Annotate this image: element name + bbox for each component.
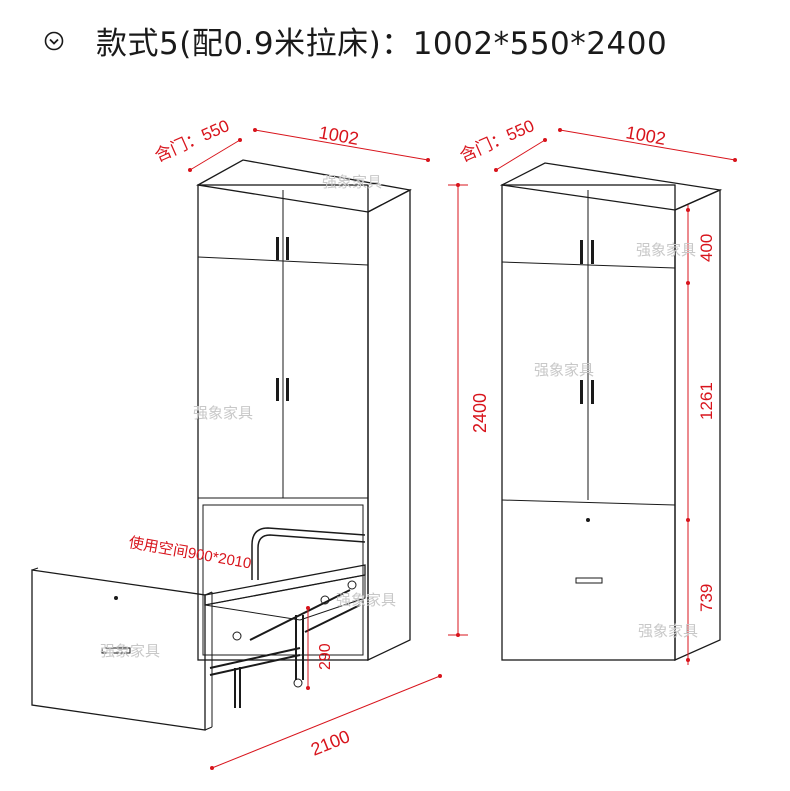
watermark: 强象家具	[636, 241, 696, 259]
right-cabinet	[499, 162, 723, 662]
bed-height-label: 290	[317, 643, 334, 670]
bed-length-label: 2100	[308, 726, 353, 760]
watermarks: 强象家具 强象家具 强象家具 强象家具 强象家具 强象家具 强象家具	[100, 173, 698, 660]
right-depth-label: 含门：550	[457, 116, 537, 166]
watermark: 强象家具	[534, 361, 594, 379]
right-bottom-label: 739	[697, 584, 716, 612]
header: 款式5(配0.9米拉床)：1002*550*2400	[0, 0, 790, 80]
left-width-label: 1002	[317, 122, 360, 149]
left-depth-label: 含门：550	[152, 116, 232, 166]
left-height-label: 2400	[470, 393, 490, 433]
watermark: 强象家具	[336, 591, 396, 609]
watermark: 强象家具	[322, 173, 382, 191]
right-width-label: 1002	[624, 122, 667, 149]
right-top-label: 400	[697, 234, 716, 262]
watermark: 强象家具	[193, 404, 253, 422]
page-title: 款式5(配0.9米拉床)：1002*550*2400	[96, 26, 668, 62]
left-cabinet	[196, 159, 412, 662]
watermark: 强象家具	[638, 622, 698, 640]
right-middle-label: 1261	[697, 382, 716, 420]
pull-out-bed	[31, 564, 366, 731]
chevron-down-circle-icon[interactable]	[44, 31, 64, 51]
bed-usage-label: 使用空间900*2010	[127, 534, 252, 572]
watermark: 强象家具	[100, 642, 160, 660]
left-dimensions: 含门：550 1002 2400 使用空间900*2010 290 2100	[127, 116, 490, 770]
